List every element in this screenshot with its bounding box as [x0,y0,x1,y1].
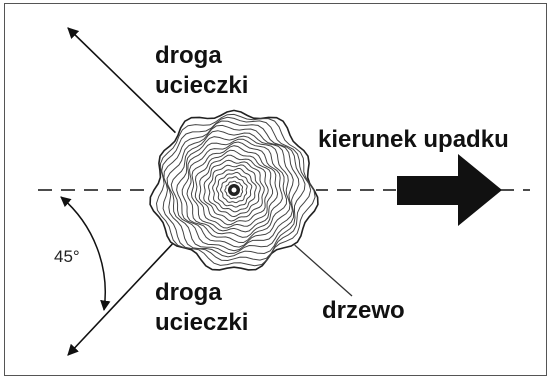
diagram-frame [4,3,547,376]
escape-route-upper-arrow [67,27,184,141]
growth-ring [170,130,294,252]
growth-ring [163,120,306,258]
fall-direction-label: kierunek upadku [318,126,509,153]
tree-pith-center [231,187,237,193]
growth-ring [166,124,300,255]
growth-ring [186,141,283,238]
escape-route-label-top-line1: droga [155,42,222,69]
escape-route-label-bottom-line2: ucieczki [155,309,249,336]
growth-ring [190,145,279,233]
tree-label: drzewo [322,297,405,324]
angle-label: 45° [54,247,80,266]
escape-route-label-bottom: droga ucieczki [155,278,248,338]
growth-ring [161,116,312,262]
fall-direction-arrow [397,154,502,226]
growth-ring [176,135,291,248]
tree-cross-section [149,108,319,272]
escape-route-label-top-line2: ucieczki [155,72,249,99]
growth-ring [203,159,265,222]
growth-ring [207,164,261,218]
escape-route-label-top: droga ucieczki [155,41,248,101]
growth-ring [224,180,244,200]
growth-ring [212,168,257,213]
angle-arc [60,196,111,312]
growth-ring [181,138,288,244]
growth-ring [194,149,274,229]
escape-route-lower-arrow [67,237,179,356]
growth-ring [219,176,248,204]
escape-route-label-bottom-line1: droga [155,279,222,306]
growth-ring [215,171,253,208]
growth-ring [198,154,269,226]
